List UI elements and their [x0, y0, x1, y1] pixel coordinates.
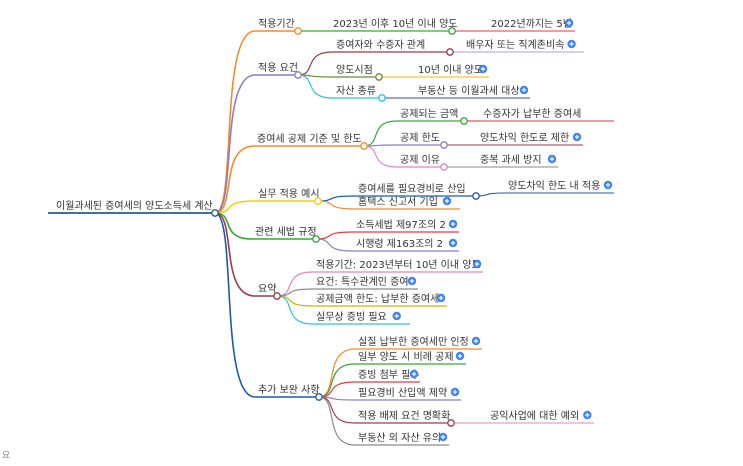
subtopic-label: 공제금액 한도: 납부한 증여세 — [316, 293, 439, 305]
expand-plus-icon[interactable] — [409, 369, 419, 379]
subtopic-connector — [315, 231, 354, 240]
collapse-node-icon[interactable] — [440, 141, 448, 149]
subtopic-label: 양도시점 — [336, 64, 373, 76]
subtopic-connector — [276, 295, 314, 325]
branch-connector — [214, 212, 253, 240]
branch-label: 증여세 공제 기준 및 한도 — [257, 133, 362, 145]
subtopic-connector — [363, 145, 398, 168]
detail-label: 공익사업에 대한 예외 — [490, 409, 579, 422]
branch-label: 추가 보완 사항 — [258, 384, 320, 396]
subtopic-label: 홈택스 신고서 기입 — [358, 195, 438, 208]
subtopic-connector — [297, 74, 334, 99]
detail-connector — [475, 192, 506, 197]
collapse-node-icon[interactable] — [375, 73, 383, 81]
subtopic-label: 필요경비 산입액 제약 — [358, 386, 447, 399]
collapse-node-icon[interactable] — [440, 163, 448, 171]
expand-plus-icon[interactable] — [472, 259, 482, 269]
detail-label: 부동산 등 이월과세 대상 — [418, 85, 520, 97]
branch-label: 관련 세법 규정 — [255, 226, 317, 238]
subtopic-label: 시행령 제163조의 2 — [356, 238, 443, 250]
expand-plus-icon[interactable] — [448, 238, 458, 248]
detail-label: 양도차익 한도 내 적용 — [508, 180, 600, 192]
expand-plus-icon[interactable] — [519, 85, 529, 95]
expand-plus-icon[interactable] — [407, 276, 417, 286]
subtopic-label: 공제 이유 — [400, 154, 440, 166]
subtopic-label: 부동산 외 자산 유의 — [358, 432, 441, 444]
detail-label: 2022년까지는 5년 — [491, 18, 572, 30]
subtopic-connector — [318, 348, 356, 398]
expand-plus-icon[interactable] — [450, 387, 460, 397]
subtopic-label: 공제 한도 — [400, 132, 440, 144]
collapse-node-icon[interactable] — [460, 117, 468, 125]
subtopic-label: 증여세를 필요경비로 산입 — [358, 182, 466, 195]
subtopic-label: 요건: 특수관계인 증여 — [316, 276, 409, 288]
branch-connector — [214, 212, 256, 398]
branch-connector — [214, 145, 255, 214]
branch-label: 적용기간 — [258, 18, 295, 30]
expand-plus-icon[interactable] — [572, 132, 582, 142]
expand-plus-icon[interactable] — [438, 432, 448, 442]
subtopic-label: 적용 배제 요건 명확화 — [358, 410, 450, 422]
expand-plus-icon[interactable] — [471, 336, 481, 346]
expand-plus-icon[interactable] — [442, 196, 452, 206]
detail-label: 중복 과세 방지 — [480, 154, 542, 166]
collapse-node-icon[interactable] — [472, 192, 480, 200]
subtopic-label: 2023년 이후 10년 이내 양도 — [333, 18, 458, 30]
expand-plus-icon[interactable] — [478, 64, 488, 74]
subtopic-label: 일부 양도 시 비례 공제 — [358, 351, 454, 363]
subtopic-connector — [318, 396, 356, 446]
subtopic-label: 공제되는 금액 — [400, 108, 458, 120]
branch-label: 실무 적용 예시 — [258, 188, 320, 200]
expand-plus-icon[interactable] — [603, 180, 613, 190]
subtopic-connector — [315, 238, 354, 252]
collapse-node-icon[interactable] — [448, 27, 456, 35]
subtopic-label: 실질 납부한 증여세만 인정 — [358, 336, 469, 348]
subtopic-label: 증빙 첨부 필수 — [358, 369, 420, 381]
subtopic-label: 실무상 증빙 필요 — [316, 311, 387, 323]
branch-label: 적용 요건 — [258, 62, 298, 74]
subtopic-label: 증여자와 수증자 관계 — [336, 39, 425, 51]
subtopic-connector — [317, 200, 356, 210]
expand-plus-icon[interactable] — [448, 219, 458, 229]
collapse-node-icon[interactable] — [315, 393, 323, 401]
subtopic-connector — [276, 271, 314, 297]
branch-connector — [214, 74, 256, 214]
expand-plus-icon[interactable] — [583, 410, 592, 420]
collapse-node-icon[interactable] — [314, 197, 322, 205]
detail-label: 배우자 또는 직계존비속 — [466, 39, 564, 51]
detail-label: 양도차익 한도로 제한 — [480, 132, 569, 144]
root-label: 이월과세된 증여세의 양도소득세 계산 — [56, 200, 213, 212]
expand-plus-icon[interactable] — [547, 154, 557, 164]
expand-plus-icon[interactable] — [564, 18, 574, 28]
subtopic-connector — [318, 363, 356, 398]
collapse-node-icon[interactable] — [294, 71, 302, 79]
collapse-node-icon[interactable] — [211, 209, 219, 217]
subtopic-connector — [317, 195, 356, 202]
collapse-node-icon[interactable] — [360, 142, 368, 150]
subtopic-connector — [318, 396, 356, 424]
collapse-node-icon[interactable] — [294, 27, 302, 35]
subtopic-connector — [363, 120, 398, 147]
branch-connector — [214, 200, 256, 214]
branch-label: 요약 — [258, 283, 276, 295]
footer-text: 요 — [2, 451, 11, 461]
expand-plus-icon[interactable] — [392, 311, 401, 321]
collapse-node-icon[interactable] — [312, 235, 320, 243]
subtopic-connector — [297, 51, 334, 76]
branch-connector — [214, 212, 256, 297]
subtopic-label: 자산 종류 — [336, 85, 376, 97]
collapse-node-icon[interactable] — [378, 94, 386, 102]
detail-label: 수증자가 납부한 증여세 — [483, 108, 581, 120]
detail-label: 10년 이내 양도 — [418, 64, 483, 76]
collapse-node-icon[interactable] — [446, 48, 454, 56]
expand-plus-icon[interactable] — [567, 39, 576, 49]
branch-connector — [214, 30, 256, 214]
expand-plus-icon[interactable] — [455, 351, 465, 361]
subtopic-label: 적용기간: 2023년부터 10년 이내 양도 — [316, 259, 481, 271]
expand-plus-icon[interactable] — [436, 293, 446, 303]
collapse-node-icon[interactable] — [273, 292, 281, 300]
collapse-node-icon[interactable] — [447, 419, 455, 427]
subtopic-label: 소득세법 제97조의 2 — [356, 219, 446, 231]
